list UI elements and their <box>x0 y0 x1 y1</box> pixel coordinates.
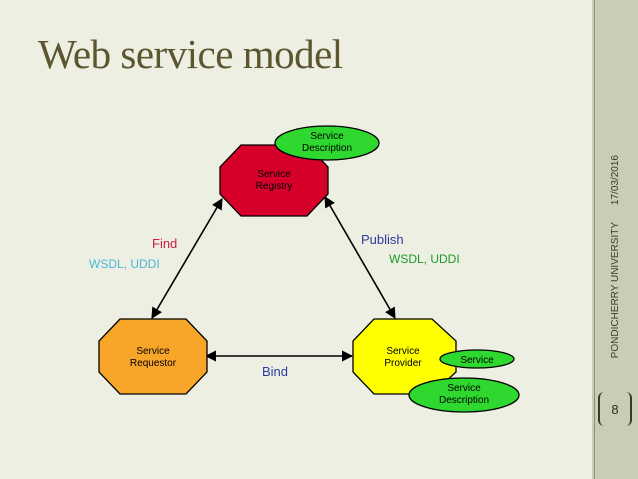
service-provider-label-line1: Service <box>386 346 420 357</box>
registry-description-line2: Description <box>302 143 352 154</box>
provider-description-line2: Description <box>439 395 489 406</box>
sidebar-divider <box>594 0 595 479</box>
service-provider-label-line2: Provider <box>384 358 422 369</box>
service-requestor-node: Service Requestor <box>98 318 208 395</box>
registry-description-tag: Service Description <box>274 125 380 161</box>
date-container: 17/03/2016 <box>600 140 630 220</box>
provider-service-label: Service <box>460 355 494 366</box>
service-requestor-label-line2: Requestor <box>130 358 177 369</box>
publish-protocols-label: WSDL, UDDI <box>389 252 460 266</box>
find-arrow <box>151 198 223 319</box>
find-protocols-label: WSDL, UDDI <box>89 257 160 271</box>
slide-date: 17/03/2016 <box>609 154 621 206</box>
provider-service-tag: Service <box>439 349 515 369</box>
service-requestor-label-line1: Service <box>136 346 170 357</box>
service-registry-label-line2: Registry <box>256 181 293 192</box>
slide-title: Web service model <box>38 31 343 77</box>
institution-container: PONDICHERRY UNIVERSITY <box>600 220 630 360</box>
registry-description-line1: Service <box>310 131 344 142</box>
publish-arrow <box>324 196 396 319</box>
find-label: Find <box>152 236 177 251</box>
institution-name: PONDICHERRY UNIVERSITY <box>609 221 621 359</box>
service-registry-label-line1: Service <box>257 169 291 180</box>
bind-label: Bind <box>262 364 288 379</box>
provider-description-tag: Service Description <box>408 377 520 413</box>
provider-description-line1: Service <box>447 383 481 394</box>
publish-label: Publish <box>361 232 404 247</box>
web-service-diagram: Service Registry Service Description Ser… <box>89 125 520 413</box>
page-number: 8 <box>598 392 632 426</box>
